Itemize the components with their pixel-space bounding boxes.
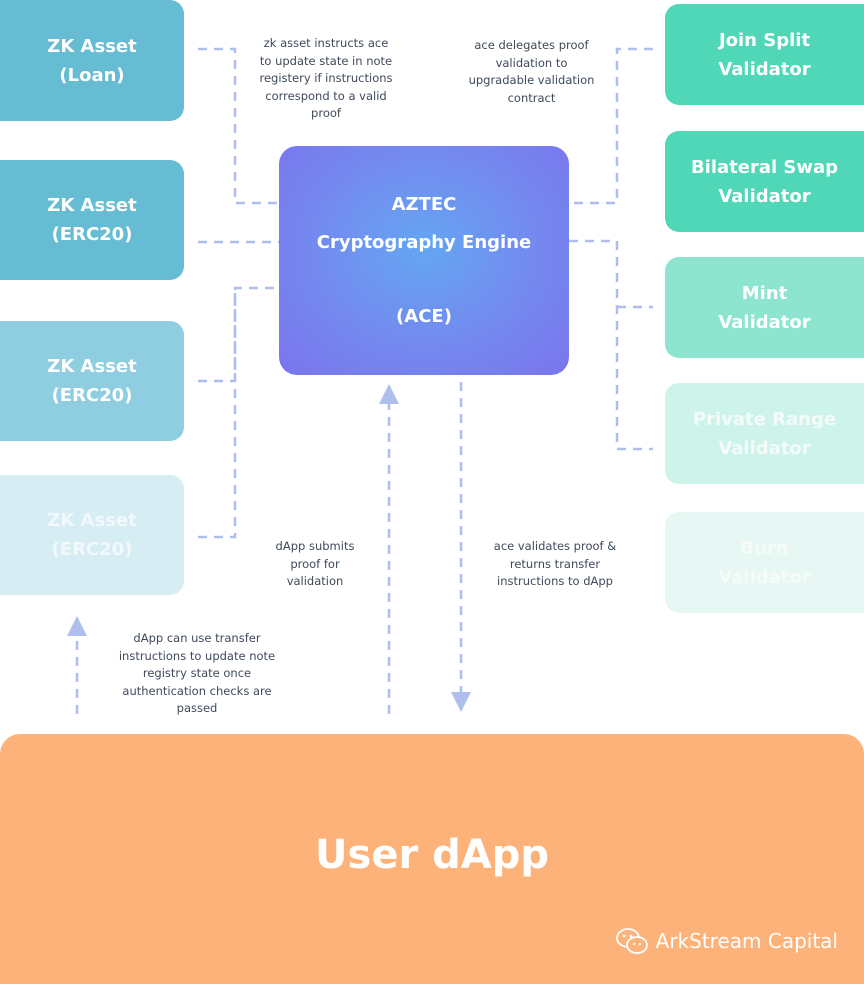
note-dapp-can-use: dApp can use transfer instructions to up… <box>112 630 282 718</box>
note-line: registry state once <box>142 666 252 680</box>
note-line: zk asset instructs ace <box>263 36 389 50</box>
zk-asset-erc20-3: ZK Asset (ERC20) <box>0 475 184 595</box>
asset-line2: (ERC20) <box>51 224 133 245</box>
connector-asset-erc20-2 <box>198 286 279 383</box>
asset-line1: ZK Asset <box>47 356 137 377</box>
validator-private-range: Private Range Validator <box>665 383 864 484</box>
zk-asset-erc20-2: ZK Asset (ERC20) <box>0 321 184 441</box>
asset-line2: (ERC20) <box>51 385 133 406</box>
asset-line1: ZK Asset <box>47 510 137 531</box>
note-asset-instructs: zk asset instructs ace to update state i… <box>246 35 406 123</box>
note-line: returns transfer <box>509 556 601 571</box>
ace-engine-box: AZTEC Cryptography Engine (ACE) <box>279 146 569 375</box>
note-line: instructions to dApp <box>497 574 613 588</box>
asset-line1: ZK Asset <box>47 35 137 57</box>
validator-line1: Join Split <box>718 29 811 51</box>
validator-line2: Validator <box>718 437 811 459</box>
validator-mint: Mint Validator <box>665 257 864 358</box>
ace-acronym: (ACE) <box>396 306 452 327</box>
note-line: passed <box>176 701 218 715</box>
wechat-icon <box>615 928 648 954</box>
note-ace-validates: ace validates proof & returns transfer i… <box>482 538 628 591</box>
note-line: to update state in note <box>259 53 393 68</box>
note-dapp-submits: dApp submits proof for validation <box>260 538 370 591</box>
note-line: instructions to update note <box>118 648 276 663</box>
validator-line1: Mint <box>741 282 788 304</box>
note-line: correspond to a valid <box>265 88 387 103</box>
arrowhead-up-ace <box>379 384 399 404</box>
note-line: ace delegates proof <box>474 38 589 52</box>
zk-asset-erc20-1: ZK Asset (ERC20) <box>0 160 184 280</box>
note-line: contract <box>507 90 556 105</box>
connector-validator-joinsplit <box>569 47 653 205</box>
note-line: upgradable validation <box>468 73 595 87</box>
note-line: dApp can use transfer <box>133 631 261 645</box>
validator-line2: Validator <box>718 566 811 588</box>
zk-asset-loan: ZK Asset (Loan) <box>0 0 184 121</box>
connector-asset-loan <box>198 47 279 205</box>
validator-join-split: Join Split Validator <box>665 4 864 105</box>
connector-asset-erc20-3 <box>198 288 237 539</box>
validator-line2: Validator <box>718 58 811 80</box>
arrowhead-up-asset <box>67 616 87 636</box>
user-dapp-title: User dApp <box>315 832 549 878</box>
validator-bilateral-swap: Bilateral Swap Validator <box>665 131 864 232</box>
note-line: registery if instructions <box>259 71 393 85</box>
note-line: dApp submits <box>275 539 355 553</box>
note-ace-delegates: ace delegates proof validation to upgrad… <box>454 37 609 107</box>
note-line: ace validates proof & <box>493 539 617 553</box>
asset-line2: (Loan) <box>59 64 125 86</box>
connector-validator-mint <box>569 239 653 451</box>
validator-line1: Private Range <box>692 408 837 430</box>
note-line: validation <box>286 574 344 588</box>
ace-title: AZTEC <box>391 194 457 215</box>
watermark: ArkStream Capital <box>614 926 838 956</box>
validator-line2: Validator <box>718 185 811 207</box>
note-line: proof <box>311 106 341 120</box>
validator-line1: Bilateral Swap <box>690 156 839 178</box>
validator-line1: Burn <box>740 537 789 559</box>
note-line: proof for <box>290 556 340 571</box>
note-line: authentication checks are <box>122 683 272 698</box>
ace-subtitle: Cryptography Engine <box>316 232 532 253</box>
asset-line1: ZK Asset <box>47 195 137 216</box>
validator-line2: Validator <box>718 311 811 333</box>
asset-line2: (ERC20) <box>51 539 133 560</box>
note-line: validation to <box>495 55 568 70</box>
user-dapp-box: User dApp ArkStream Capital <box>0 734 864 984</box>
arrowhead-down-dapp <box>451 692 471 712</box>
validator-burn: Burn Validator <box>665 512 864 613</box>
watermark-text: ArkStream Capital <box>655 929 838 953</box>
